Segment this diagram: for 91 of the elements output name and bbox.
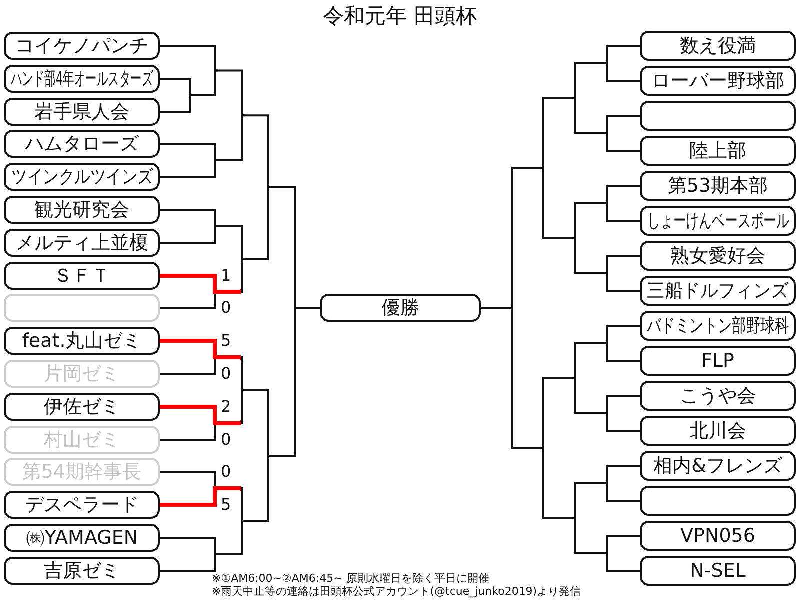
team-name: 村山ゼミ	[44, 430, 120, 450]
team-name: ＳＦＴ	[54, 266, 110, 286]
team-box	[4, 327, 160, 355]
team-box	[4, 130, 160, 158]
team-name: feat.丸山ゼミ	[22, 330, 142, 352]
team-box	[4, 32, 160, 60]
team-name: 数え役満	[680, 36, 756, 56]
team-name: ツインクルツインズ	[11, 166, 153, 188]
score-label: 0	[221, 298, 232, 318]
footnote: ※①AM6:00~②AM6:45~ 原則水曜日を除く平日に開催	[212, 572, 490, 585]
team-box	[640, 31, 796, 61]
team-box	[4, 360, 160, 388]
bracket-line	[604, 62, 640, 84]
team-box	[640, 346, 796, 376]
team-box	[640, 206, 796, 236]
team-name: デスペラード	[25, 494, 139, 516]
team-name: 片岡ゼミ	[44, 364, 120, 384]
team-name: メルティ上並榎	[16, 232, 148, 254]
team-box	[640, 66, 796, 96]
team-name: 伊佐ゼミ	[44, 396, 120, 418]
team-name: 第53期本部	[668, 176, 768, 196]
score-label: 2	[221, 397, 232, 417]
team-name: 北川会	[690, 420, 746, 442]
bracket-line	[509, 307, 640, 450]
team-name: 陸上部	[690, 140, 746, 162]
team-name: 熟女愛好会	[670, 246, 766, 266]
team-box	[640, 521, 796, 551]
team-box	[640, 101, 796, 131]
team-name: FLP	[702, 350, 734, 372]
team-name: 吉原ゼミ	[44, 560, 120, 582]
footnote: ※雨天中止等の連絡は田頭杯公式アカウント(@tcue_junko2019)より発信	[212, 585, 582, 598]
team-box	[640, 311, 796, 341]
team-box	[640, 136, 796, 166]
team-box	[640, 381, 796, 411]
team-box	[640, 241, 796, 271]
team-box	[4, 557, 160, 585]
team-box	[4, 262, 160, 290]
team-name: ㈱YAMAGEN	[26, 528, 138, 548]
team-name: 相内&フレンズ	[654, 456, 782, 476]
team-name: ハンド部4年オールスターズ	[10, 68, 154, 90]
team-name: 岩手県人会	[34, 102, 130, 122]
winner-line	[160, 273, 241, 295]
bracket-line	[540, 168, 640, 242]
team-box	[4, 426, 160, 454]
team-box	[4, 229, 160, 257]
team-box	[4, 458, 160, 486]
team-box	[4, 163, 160, 191]
title: 令和元年 田頭杯	[323, 3, 477, 29]
score-label: 5	[221, 495, 232, 515]
championship-box	[320, 294, 481, 322]
team-name: こうや会	[680, 386, 756, 406]
bracket-line	[160, 186, 271, 262]
score-label: 0	[221, 430, 232, 450]
score-label: 5	[221, 331, 232, 351]
team-box	[640, 276, 796, 306]
winner-line	[160, 338, 241, 360]
team-name: バドミントン部野球科	[647, 316, 789, 336]
bracket-line	[540, 446, 640, 520]
team-name: N-SEL	[690, 560, 746, 582]
team-name: ハムタローズ	[25, 134, 139, 154]
bracket-line	[160, 307, 298, 457]
team-box	[4, 98, 160, 126]
score-label: 0	[221, 462, 232, 482]
team-box	[640, 171, 796, 201]
team-name: コイケノパンチ	[16, 36, 148, 56]
team-box	[640, 556, 796, 586]
score-label: 0	[221, 364, 232, 384]
team-box	[4, 65, 160, 93]
team-box	[640, 486, 796, 516]
bracket-line	[160, 45, 320, 309]
team-name: ローバー野球部	[652, 70, 784, 92]
bracket-line	[160, 70, 218, 98]
bracket-line	[481, 45, 640, 309]
championship-label: 優勝	[382, 298, 420, 318]
bracket-line	[160, 114, 245, 164]
team-box	[4, 196, 160, 224]
winner-line	[160, 404, 241, 426]
team-box	[4, 524, 160, 552]
team-box	[4, 393, 160, 421]
team-box	[640, 451, 796, 481]
team-name: 三船ドルフィンズ	[647, 280, 789, 302]
team-name: 観光研究会	[34, 200, 130, 220]
team-box	[640, 416, 796, 446]
team-name: 第54期幹事長	[22, 462, 142, 482]
team-box	[4, 491, 160, 519]
winner-line	[160, 486, 241, 508]
team-box	[4, 294, 160, 322]
score-label: 1	[221, 266, 232, 286]
team-name: VPN056	[680, 526, 756, 546]
bracket-line	[572, 98, 640, 136]
team-name: しょーけんベースボール	[647, 210, 789, 232]
